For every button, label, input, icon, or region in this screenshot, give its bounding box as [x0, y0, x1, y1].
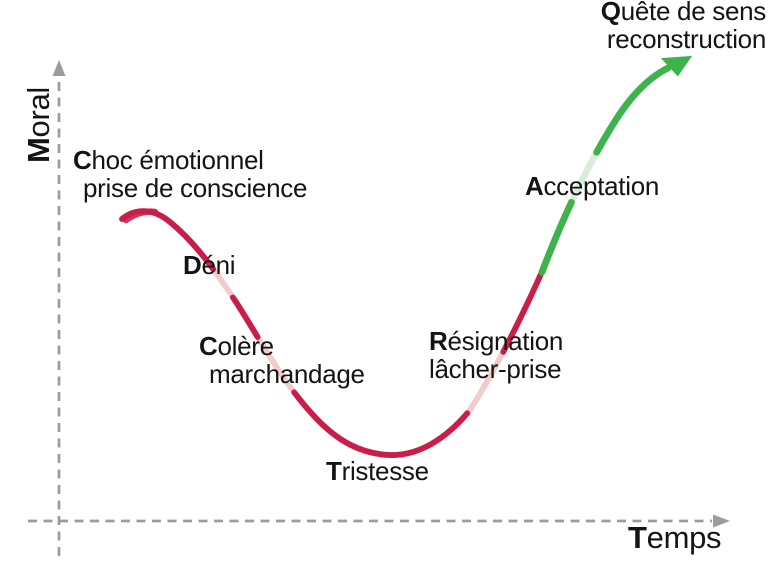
y-axis-label-moral: Moral — [21, 79, 58, 171]
stage-label-acceptation: Acceptation — [525, 171, 660, 201]
y-axis-label-bold: M — [21, 137, 56, 164]
x-axis-arrow-icon — [713, 514, 730, 528]
curve-red-start-stroke — [122, 208, 159, 224]
y-axis — [52, 60, 66, 556]
stage-label-line1: Choc émotionnel — [73, 145, 264, 175]
x-axis-label-bold: T — [628, 520, 647, 555]
stage-label-tristesse: Tristesse — [326, 456, 429, 486]
x-axis-label-rest: emps — [646, 520, 722, 555]
stage-label-colere: Colère marchandage — [199, 332, 365, 388]
stage-label-line1: Colère — [199, 331, 274, 361]
stage-label-line2: lâcher-prise — [429, 354, 562, 384]
y-axis-label-rest: oral — [21, 86, 56, 138]
stage-label-line2: marchandage — [209, 359, 365, 389]
curve-green-faded — [538, 64, 672, 276]
stage-label-choc: Choc émotionnel prise de conscience — [73, 146, 307, 202]
x-axis — [28, 514, 730, 528]
stage-label-line1: Résignation — [429, 326, 564, 356]
curve-green — [538, 55, 693, 276]
stage-label-line2: reconstruction — [606, 24, 766, 54]
stage-label-line2: prise de conscience — [83, 173, 308, 203]
y-axis-arrow-icon — [52, 60, 66, 76]
curve-red — [119, 208, 551, 458]
stage-label-resignation: Résignation lâcher-prise — [429, 327, 563, 383]
x-axis-label-temps: Temps — [628, 520, 722, 555]
stage-label-quete: Quête de sens reconstruction — [600, 0, 767, 54]
stage-label-deni: Déni — [183, 250, 236, 280]
stage-label-line1: Quête de sens — [600, 0, 767, 26]
